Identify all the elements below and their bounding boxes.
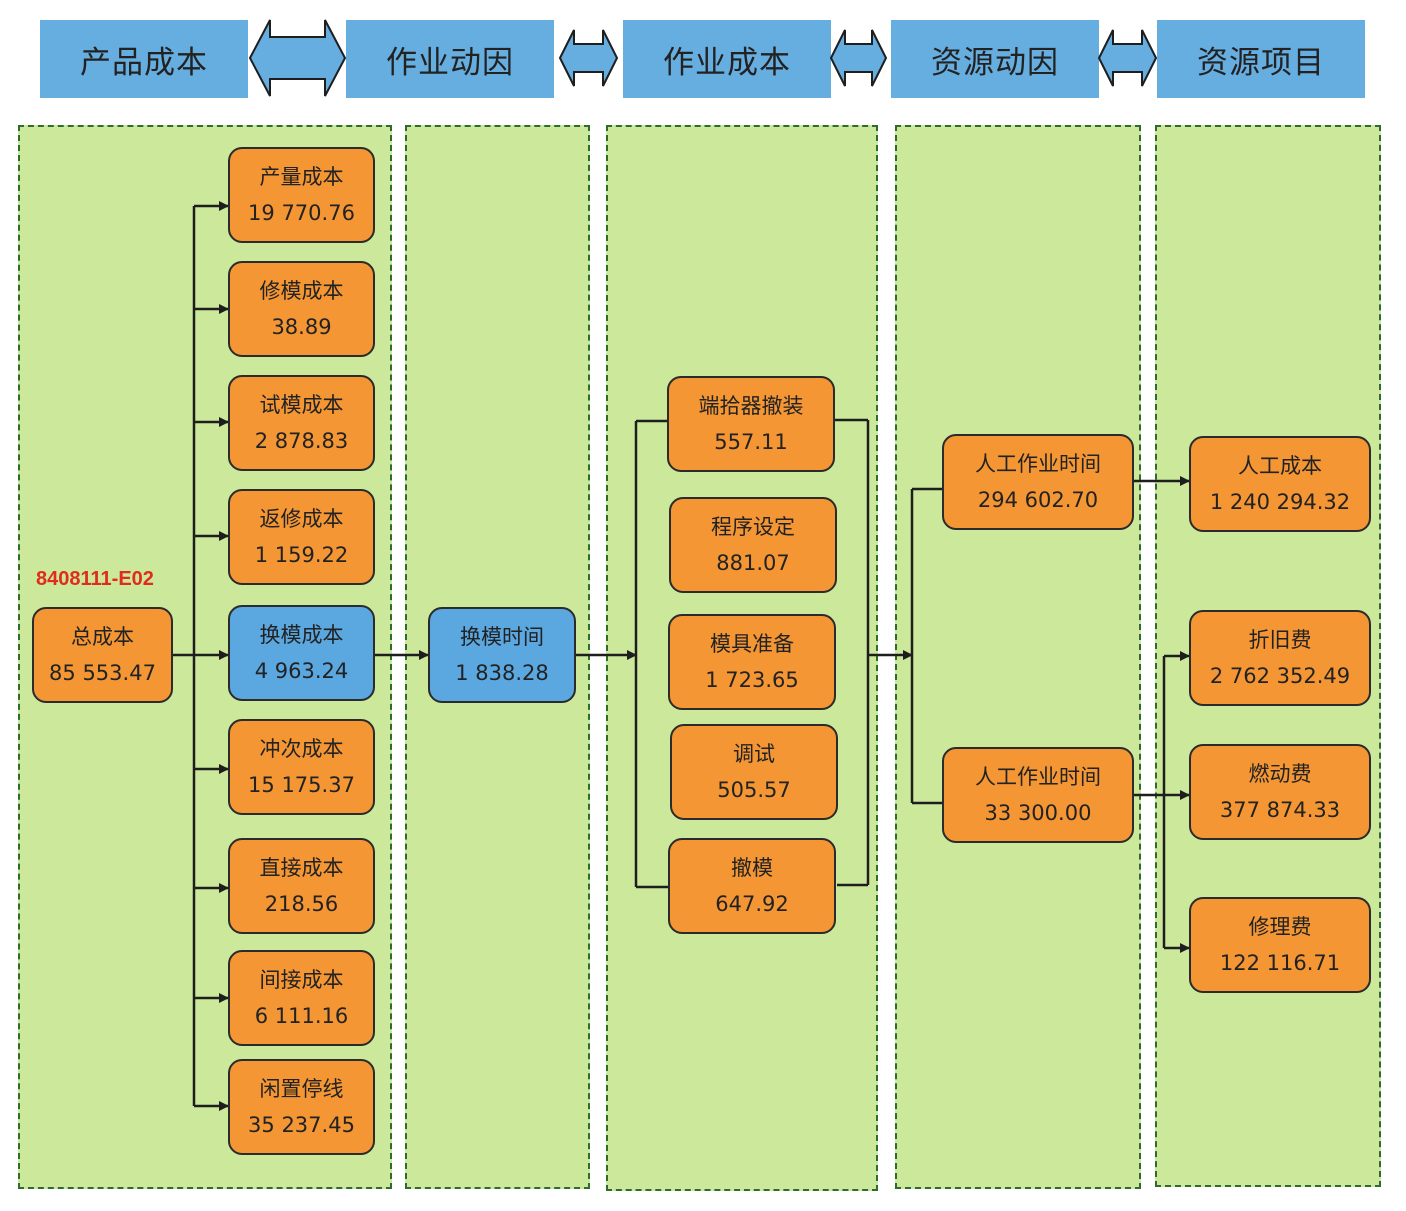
- node-label: 试模成本: [259, 393, 344, 417]
- node-label: 修理费: [1248, 915, 1312, 939]
- node-value: 505.57: [717, 778, 791, 802]
- node-value: 218.56: [264, 892, 339, 916]
- node-activity-driver: 换模时间 1 838.28: [428, 607, 576, 703]
- stage-product-cost: 产品成本: [40, 20, 248, 98]
- node-resource-item: 修理费 122 116.71: [1189, 897, 1371, 993]
- node-value: 6 111.16: [254, 1004, 349, 1028]
- node-total-cost: 总成本 85 553.47: [32, 607, 173, 703]
- node-label: 撤模: [731, 856, 773, 880]
- node-value: 647.92: [715, 892, 789, 916]
- node-activity-cost: 模具准备 1 723.65: [668, 614, 836, 710]
- node-value: 38.89: [271, 315, 332, 339]
- node-activity-cost: 撤模 647.92: [668, 838, 836, 934]
- node-product-cost: 直接成本 218.56: [228, 838, 375, 934]
- node-label: 人工作业时间: [975, 452, 1101, 476]
- node-value: 122 116.71: [1219, 951, 1341, 975]
- node-resource-driver: 人工作业时间 294 602.70: [942, 434, 1134, 530]
- stage-activity-driver: 作业动因: [346, 20, 554, 98]
- node-label: 燃动费: [1248, 762, 1312, 786]
- node-label: 调试: [733, 742, 775, 766]
- node-label: 产量成本: [259, 165, 344, 189]
- node-product-cost: 产量成本 19 770.76: [228, 147, 375, 243]
- node-product-cost: 间接成本 6 111.16: [228, 950, 375, 1046]
- node-value: 1 159.22: [254, 543, 349, 567]
- node-value: 85 553.47: [49, 661, 156, 685]
- node-label: 修模成本: [259, 279, 344, 303]
- node-resource-item: 人工成本 1 240 294.32: [1189, 436, 1371, 532]
- node-product-cost: 修模成本 38.89: [228, 261, 375, 357]
- node-resource-item: 折旧费 2 762 352.49: [1189, 610, 1371, 706]
- node-label: 端拾器撤装: [698, 394, 804, 418]
- product-code-label: 8408111-E02: [36, 568, 154, 590]
- double-arrow-1: [248, 19, 347, 97]
- node-resource-item: 燃动费 377 874.33: [1189, 744, 1371, 840]
- node-label: 冲次成本: [259, 737, 344, 761]
- double-arrow-3: [829, 29, 888, 87]
- node-value: 19 770.76: [248, 201, 355, 225]
- node-value: 1 723.65: [705, 668, 799, 692]
- node-label: 间接成本: [259, 968, 344, 992]
- node-label: 人工成本: [1238, 454, 1322, 478]
- stage-resource-driver: 资源动因: [891, 20, 1099, 98]
- node-activity-cost: 端拾器撤装 557.11: [667, 376, 835, 472]
- node-label: 折旧费: [1248, 628, 1312, 652]
- stage-activity-cost: 作业成本: [623, 20, 831, 98]
- node-value: 1 838.28: [455, 661, 549, 685]
- node-value: 2 762 352.49: [1209, 664, 1351, 688]
- node-value: 1 240 294.32: [1209, 490, 1351, 514]
- node-product-cost: 闲置停线 35 237.45: [228, 1059, 375, 1155]
- node-resource-driver: 人工作业时间 33 300.00: [942, 747, 1134, 843]
- node-product-cost-highlighted: 换模成本 4 963.24: [228, 605, 375, 701]
- node-activity-cost: 调试 505.57: [670, 724, 838, 820]
- node-product-cost: 试模成本 2 878.83: [228, 375, 375, 471]
- node-value: 294 602.70: [977, 488, 1099, 512]
- double-arrow-2: [558, 29, 619, 87]
- node-value: 557.11: [714, 430, 788, 454]
- node-label: 闲置停线: [259, 1077, 344, 1101]
- node-label: 模具准备: [710, 632, 794, 656]
- panel-resource-driver: [895, 125, 1141, 1189]
- node-value: 4 963.24: [254, 659, 349, 683]
- node-label: 返修成本: [259, 507, 344, 531]
- stage-resource-item: 资源项目: [1157, 20, 1365, 98]
- node-value: 35 237.45: [248, 1113, 355, 1137]
- node-activity-cost: 程序设定 881.07: [669, 497, 837, 593]
- node-label: 人工作业时间: [975, 765, 1101, 789]
- node-label: 程序设定: [711, 515, 795, 539]
- node-value: 15 175.37: [248, 773, 355, 797]
- node-label: 换模时间: [460, 625, 544, 649]
- node-value: 377 874.33: [1219, 798, 1341, 822]
- node-product-cost: 冲次成本 15 175.37: [228, 719, 375, 815]
- node-value: 881.07: [716, 551, 790, 575]
- node-label: 总成本: [71, 625, 134, 649]
- node-value: 2 878.83: [254, 429, 349, 453]
- node-value: 33 300.00: [984, 801, 1092, 825]
- node-label: 换模成本: [259, 623, 344, 647]
- double-arrow-4: [1097, 29, 1158, 87]
- node-label: 直接成本: [259, 856, 344, 880]
- node-product-cost: 返修成本 1 159.22: [228, 489, 375, 585]
